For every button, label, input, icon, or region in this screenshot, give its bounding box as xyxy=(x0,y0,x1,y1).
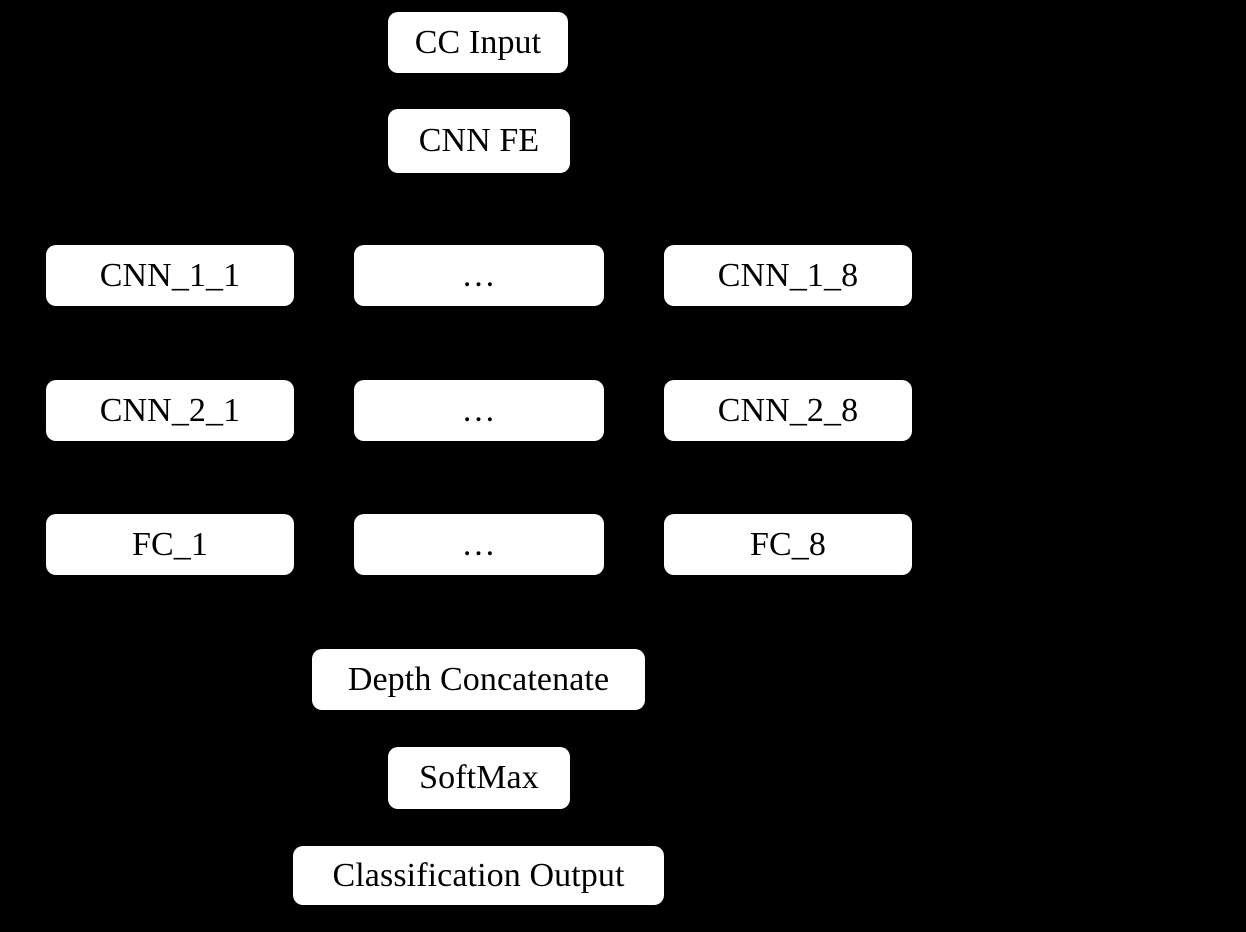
node-cnn_2_8[interactable]: CNN_2_8 xyxy=(664,380,912,441)
node-label-cnn_2_8: CNN_2_8 xyxy=(717,391,859,429)
node-label-class_output: Classification Output xyxy=(332,856,625,894)
node-cc_input[interactable]: CC Input xyxy=(388,12,568,73)
node-class_output[interactable]: Classification Output xyxy=(293,846,664,905)
node-label-fc_8: FC_8 xyxy=(750,525,826,563)
node-cnn_1_8[interactable]: CNN_1_8 xyxy=(664,245,912,306)
node-label-cnn_1_8: CNN_1_8 xyxy=(717,256,859,294)
node-label-cnn_2_mid: … xyxy=(461,391,497,429)
node-depth_concat[interactable]: Depth Concatenate xyxy=(312,649,645,710)
node-cnn_2_1[interactable]: CNN_2_1 xyxy=(46,380,294,441)
node-label-depth_concat: Depth Concatenate xyxy=(347,660,610,698)
node-cnn_1_1[interactable]: CNN_1_1 xyxy=(46,245,294,306)
node-fc_1[interactable]: FC_1 xyxy=(46,514,294,575)
node-softmax[interactable]: SoftMax xyxy=(388,747,570,809)
node-label-fc_mid: … xyxy=(461,525,497,563)
node-cnn_2_mid[interactable]: … xyxy=(354,380,604,441)
node-cnn_1_mid[interactable]: … xyxy=(354,245,604,306)
node-label-softmax: SoftMax xyxy=(419,759,539,796)
node-fc_8[interactable]: FC_8 xyxy=(664,514,912,575)
node-label-cnn_1_1: CNN_1_1 xyxy=(99,256,241,294)
node-label-cc_input: CC Input xyxy=(414,23,542,61)
node-fc_mid[interactable]: … xyxy=(354,514,604,575)
node-label-fc_1: FC_1 xyxy=(132,525,208,563)
node-cnn_fe[interactable]: CNN FE xyxy=(388,109,570,173)
node-label-cnn_2_1: CNN_2_1 xyxy=(99,391,241,429)
node-label-cnn_1_mid: … xyxy=(461,256,497,294)
node-label-cnn_fe: CNN FE xyxy=(418,122,540,159)
